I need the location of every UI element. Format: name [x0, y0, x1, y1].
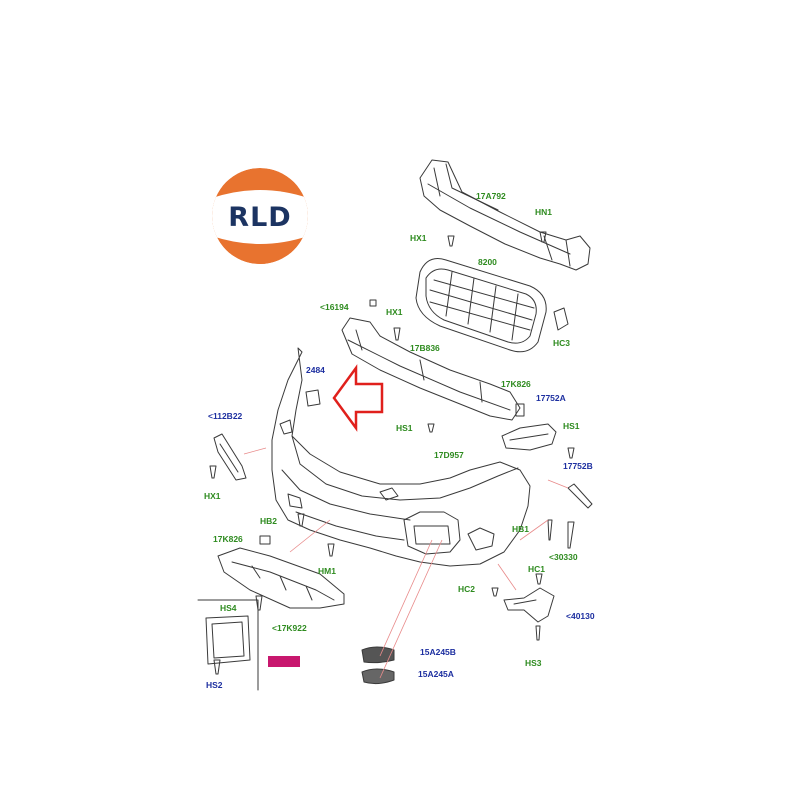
part-label-hx1-bottom: HX1: [204, 491, 221, 501]
part-label-17k826-right: 17K826: [501, 379, 531, 389]
leader-lines: [243, 447, 569, 679]
part-label-hs1-left: HS1: [396, 423, 413, 433]
fog-bezel-a: [361, 668, 395, 685]
fasteners: [209, 231, 575, 675]
part-label-17k826-left: 17K826: [213, 534, 243, 544]
rld-logo: RLD: [212, 168, 308, 264]
part-label-17d957: 17D957: [434, 450, 464, 460]
part-label-17a792: 17A792: [476, 191, 506, 201]
part-label-17a385: 17A385: [270, 657, 300, 667]
part-label-hs3: HS3: [525, 658, 542, 668]
part-label-40130: <40130: [566, 611, 595, 621]
part-label-17752a: 17752A: [536, 393, 566, 403]
part-label-hs2: HS2: [206, 680, 223, 690]
part-label-112b22: <112B22: [208, 411, 243, 421]
side-trim-left: [213, 433, 247, 481]
bumper-beam: [419, 159, 591, 271]
part-label-hx1-top: HX1: [410, 233, 427, 243]
part-label-17b836: 17B836: [410, 343, 440, 353]
part-label-hm1: HM1: [318, 566, 336, 576]
part-label-8200: 8200: [478, 257, 497, 267]
side-rail-right: [567, 483, 593, 509]
part-label-hx1-mid: HX1: [386, 307, 403, 317]
logo-text: RLD: [228, 202, 292, 233]
part-label-hn1: HN1: [535, 207, 552, 217]
licence-plate-bracket: [197, 599, 259, 691]
corner-bracket-right: [503, 587, 555, 623]
splash-shield: [217, 547, 345, 609]
part-label-hb2: HB2: [260, 516, 277, 526]
part-label-17752b: 17752B: [563, 461, 593, 471]
side-bracket-right: [501, 423, 557, 451]
part-label-hc1: HC1: [528, 564, 545, 574]
clip-2484: [279, 389, 321, 435]
upper-bracket: [341, 299, 521, 421]
pointer-arrow-icon: [332, 364, 384, 432]
part-label-15a245b: 15A245B: [420, 647, 456, 657]
bumper-cover: [271, 347, 531, 567]
fog-bezel-b: [361, 646, 395, 664]
part-label-hs4: HS4: [220, 603, 237, 613]
part-label-30330: <30330: [549, 552, 578, 562]
part-label-17k922: <17K922: [272, 623, 307, 633]
highlight-box: [268, 656, 300, 667]
part-label-hc2: HC2: [458, 584, 475, 594]
part-label-hs1-right: HS1: [563, 421, 580, 431]
grille: [415, 258, 547, 353]
part-label-2484: 2484: [306, 365, 325, 375]
logo-badge-icon: [212, 168, 308, 264]
part-label-16194: <16194: [320, 302, 349, 312]
part-label-hb1: HB1: [512, 524, 529, 534]
part-label-15a245a: 15A245A: [418, 669, 454, 679]
part-label-hc3: HC3: [553, 338, 570, 348]
